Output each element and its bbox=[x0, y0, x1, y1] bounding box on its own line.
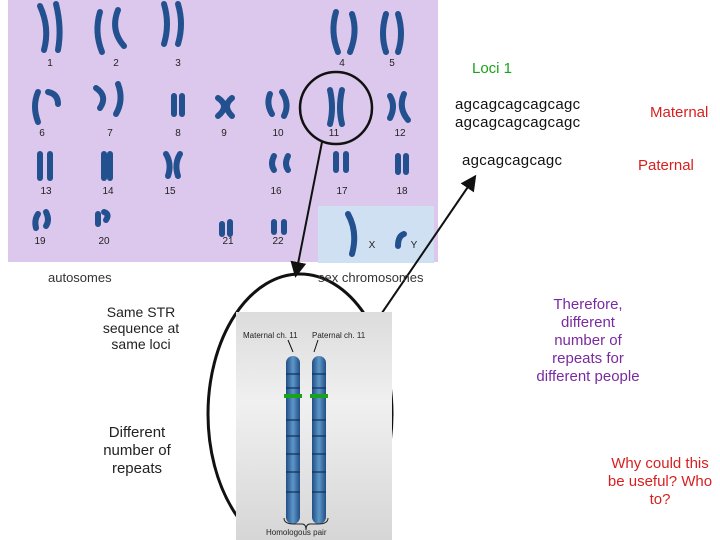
sex-chromosome-panel bbox=[318, 206, 434, 263]
chromosome-number: 12 bbox=[394, 128, 406, 139]
maternal-label: Maternal bbox=[650, 104, 709, 121]
homologous-pair-label: Homologous pair bbox=[266, 528, 327, 537]
chromosome-number: 8 bbox=[175, 128, 181, 139]
therefore-note: Therefore, different number of repeats f… bbox=[536, 296, 640, 385]
str-band-maternal bbox=[284, 394, 302, 398]
maternal-ch11-label: Maternal ch. 11 bbox=[243, 331, 298, 340]
chromosome-number: 7 bbox=[107, 128, 113, 139]
paternal-label: Paternal bbox=[638, 157, 694, 174]
chromosome-number: 18 bbox=[396, 186, 408, 197]
autosomes-label: autosomes bbox=[48, 270, 112, 285]
chromosome-number: X bbox=[368, 240, 376, 251]
same-str-note: Same STR sequence at same loci bbox=[102, 304, 180, 352]
maternal-sequence-2: agcagcagcagcagc bbox=[455, 114, 581, 131]
different-repeats-note: Different number of repeats bbox=[103, 424, 171, 477]
chromosome-number: 3 bbox=[175, 58, 181, 69]
chromosome-number: 9 bbox=[221, 128, 227, 139]
loci-title: Loci 1 bbox=[472, 60, 513, 77]
str-band-paternal bbox=[310, 394, 328, 398]
chromosome-number: 15 bbox=[164, 186, 176, 197]
chromosome-number: 11 bbox=[328, 128, 340, 139]
paternal-ch11-label: Paternal ch. 11 bbox=[312, 331, 366, 340]
homologous-pair-chromosomes bbox=[283, 339, 329, 531]
chromosome-number: 2 bbox=[113, 58, 119, 69]
chromosome-number: 13 bbox=[40, 186, 52, 197]
chromosome-number: 22 bbox=[272, 236, 284, 247]
chromosome-number: 20 bbox=[98, 236, 110, 247]
chromosome-number: 19 bbox=[34, 236, 46, 247]
why-useful-question: Why could this be useful? Who to? bbox=[607, 455, 713, 508]
chromosome-11-circle bbox=[298, 70, 374, 146]
chromosome-number: 5 bbox=[389, 58, 395, 69]
arrow-to-panel bbox=[290, 141, 323, 278]
chromosome-number: 14 bbox=[102, 186, 114, 197]
chromosome-number: Y bbox=[410, 240, 418, 251]
chromosome-number: 21 bbox=[222, 236, 234, 247]
chromosome-number: 6 bbox=[39, 128, 45, 139]
chromosome-number: 10 bbox=[272, 128, 284, 139]
sex-chromosomes-label: sex chromosomes bbox=[318, 270, 424, 285]
maternal-chromosome bbox=[286, 356, 300, 524]
maternal-sequence-1: agcagcagcagcagc bbox=[455, 96, 581, 113]
paternal-chromosome bbox=[312, 356, 326, 524]
chromosome-number: 1 bbox=[47, 58, 53, 69]
chromosome-number: 4 bbox=[339, 58, 345, 69]
pair-brace bbox=[283, 517, 329, 531]
chromosome-number: 17 bbox=[336, 186, 348, 197]
paternal-sequence: agcagcagcagc bbox=[462, 152, 563, 169]
chromosome-number: 16 bbox=[270, 186, 282, 197]
